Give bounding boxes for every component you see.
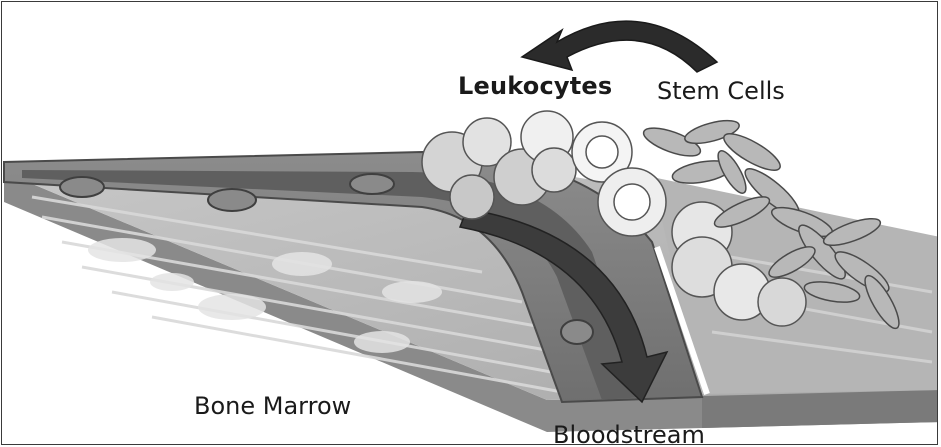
label-bone-marrow: Bone Marrow [194,394,351,418]
label-bloodstream: Bloodstream [553,423,705,445]
label-leukocytes: Leukocytes [458,74,612,98]
label-stem-cells: Stem Cells [657,79,785,103]
differentiation-arrow [522,21,717,72]
